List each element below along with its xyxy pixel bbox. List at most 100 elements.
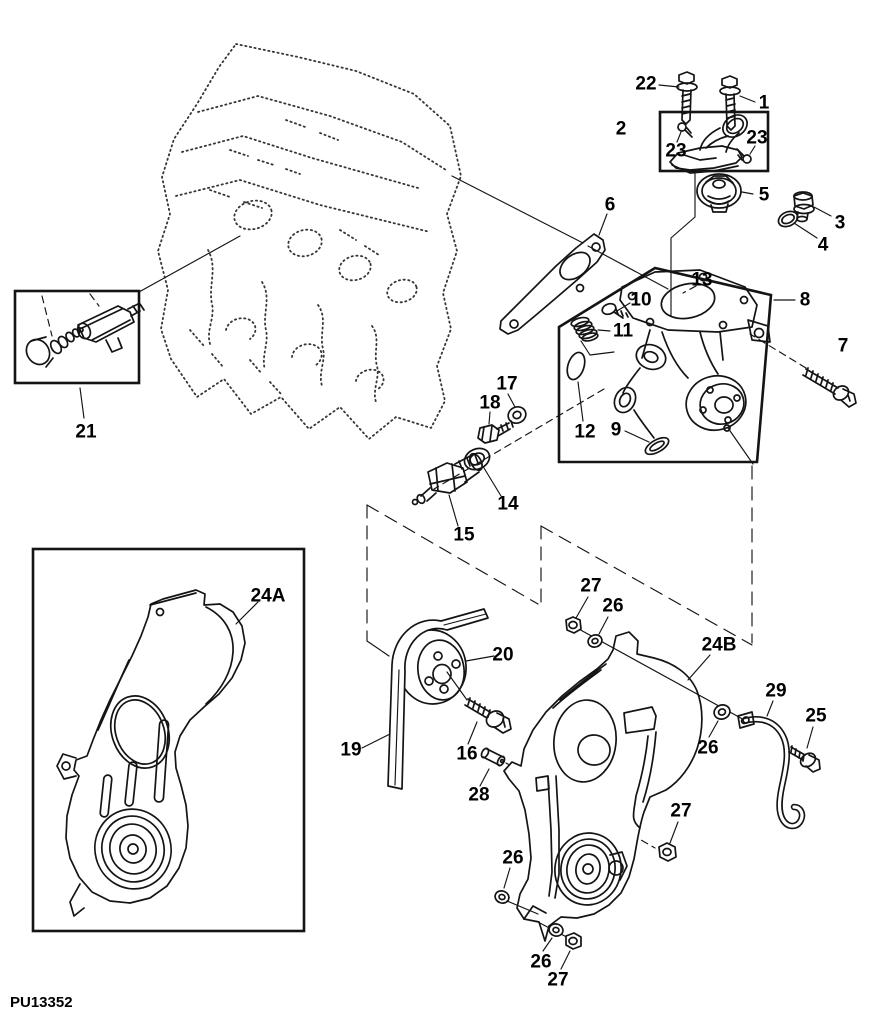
water-pump-art xyxy=(613,269,771,456)
nut-27-top xyxy=(565,616,582,634)
washer-26-top xyxy=(587,634,603,648)
leader-27-mid xyxy=(669,821,679,844)
inset-box-24A xyxy=(31,547,306,933)
callout-23: 23 xyxy=(665,141,686,162)
callout-11: 11 xyxy=(613,321,634,342)
callout-26: 26 xyxy=(697,738,718,759)
upper-timing-cover-art xyxy=(56,589,246,917)
washer-26-left xyxy=(494,890,510,904)
leader-13 xyxy=(682,285,697,294)
callout-7: 7 xyxy=(838,336,849,357)
thermostat-cover-art xyxy=(669,114,752,174)
washer-17 xyxy=(507,405,527,425)
callout-27: 27 xyxy=(670,801,691,822)
o-ring-12 xyxy=(566,351,586,381)
leader-26-right xyxy=(708,720,719,738)
pump-leaders xyxy=(577,302,650,443)
inset-frame-21 xyxy=(13,289,141,385)
callout-26: 26 xyxy=(530,952,551,973)
engine-block-ghost xyxy=(157,43,462,440)
callout-17: 17 xyxy=(496,374,517,395)
thermostat-5 xyxy=(696,173,742,213)
lower-timing-cover-24B xyxy=(503,631,703,942)
callout-10: 10 xyxy=(630,290,651,311)
leader-6 xyxy=(598,213,608,236)
callout-23: 23 xyxy=(746,128,767,149)
callout-5: 5 xyxy=(759,185,770,206)
callout-9: 9 xyxy=(611,420,622,441)
leader-24A xyxy=(235,601,259,625)
callout-25: 25 xyxy=(805,706,827,727)
callout-13: 13 xyxy=(691,270,712,291)
callout-20: 20 xyxy=(492,645,513,666)
sensor-group xyxy=(411,388,605,527)
leader-21 xyxy=(79,387,85,419)
axis-sensor xyxy=(433,388,605,490)
callout-27: 27 xyxy=(547,970,568,991)
bolt-7 xyxy=(802,367,857,408)
axis-7 xyxy=(749,333,807,369)
spring-11 xyxy=(570,316,599,342)
bolt-25 xyxy=(788,745,821,773)
bolt-16 xyxy=(464,697,512,734)
washer-26-bottom xyxy=(548,923,564,937)
callout-6: 6 xyxy=(605,195,616,216)
inset-21-pointers xyxy=(41,293,100,337)
callout-21: 21 xyxy=(75,422,97,443)
callout-15: 15 xyxy=(453,525,475,546)
callout-2: 2 xyxy=(616,119,627,140)
leader-26-left xyxy=(503,867,539,915)
callout-19: 19 xyxy=(340,740,361,761)
plug-18 xyxy=(477,420,514,444)
figure-code: PU13352 xyxy=(10,994,73,1011)
bracket-29 xyxy=(737,711,806,830)
callout-26: 26 xyxy=(502,848,523,869)
leaders-22-1 xyxy=(658,84,756,103)
callout-27: 27 xyxy=(580,576,601,597)
plug-3 xyxy=(793,191,815,223)
sensor-leaders xyxy=(448,393,516,527)
inset-frame-24A xyxy=(31,547,306,933)
callout-18: 18 xyxy=(479,393,500,414)
leader-4 xyxy=(793,222,818,239)
leader-24B xyxy=(687,654,711,681)
callout-22: 22 xyxy=(635,74,656,95)
callout-28: 28 xyxy=(468,785,489,806)
callout-24B: 24B xyxy=(702,635,737,656)
drain-plug-art xyxy=(25,327,84,368)
nut-27-mid xyxy=(658,842,677,862)
leaders-20-19 xyxy=(361,655,495,749)
cover-axis-line xyxy=(670,170,696,317)
temp-sender-15 xyxy=(411,452,483,506)
gasket-6 xyxy=(499,233,606,335)
leader-3 xyxy=(813,206,832,217)
fitting-art xyxy=(76,303,145,353)
leaders-bottom-stack xyxy=(542,937,571,970)
inset-frame-8 xyxy=(557,266,773,464)
callout-3: 3 xyxy=(835,213,846,234)
dowel-28 xyxy=(480,747,506,767)
callout-1: 1 xyxy=(759,93,770,114)
callout-24A: 24A xyxy=(251,586,286,607)
o-ring-4 xyxy=(777,210,799,228)
callout-16: 16 xyxy=(456,744,477,765)
nut-27-bottom xyxy=(565,932,582,950)
belt-19 xyxy=(387,608,489,790)
callout-12: 12 xyxy=(574,422,595,443)
water-pump-box-8 xyxy=(557,266,796,464)
inset-box-21 xyxy=(13,289,145,419)
washer-26-right xyxy=(713,704,731,720)
callout-4: 4 xyxy=(818,235,829,256)
thermostat-cover-box-2 xyxy=(658,110,770,317)
leader-5 xyxy=(741,191,754,195)
leader-25 xyxy=(806,726,814,749)
leaders-27-26-top xyxy=(575,596,609,635)
callout-8: 8 xyxy=(800,290,811,311)
leaders-23 xyxy=(676,131,756,155)
leader-28 xyxy=(479,768,490,787)
callout-29: 29 xyxy=(765,681,786,702)
callout-14: 14 xyxy=(497,494,519,515)
